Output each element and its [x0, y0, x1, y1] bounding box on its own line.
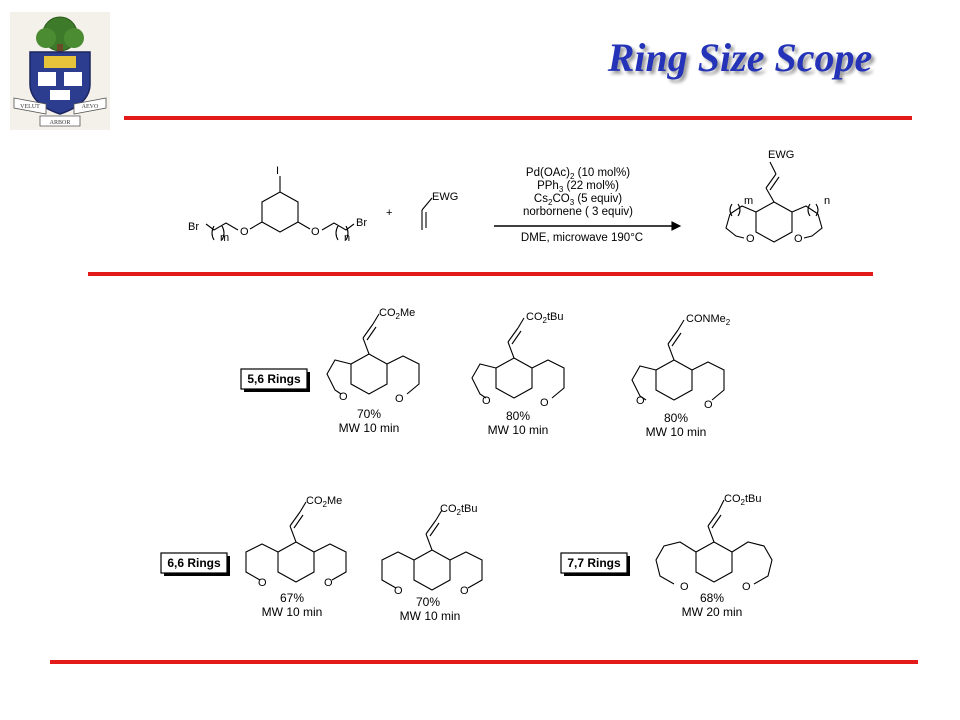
product-m-label: m — [744, 195, 753, 207]
page-title: Ring Size Scope — [607, 35, 873, 80]
sm-oxygen-left: O — [240, 226, 249, 238]
top-divider — [124, 116, 912, 120]
bottom-divider — [50, 660, 918, 664]
sm-m-label: m — [220, 232, 229, 244]
time-label: MW 10 min — [339, 421, 400, 435]
reaction-scheme: I O m Br O n Br + EWG Pd(OAc)2 (10 mol%)… — [188, 149, 830, 245]
yield-label: 80% — [506, 409, 530, 423]
svg-text:O: O — [258, 577, 267, 589]
svg-text:CONMe2: CONMe2 — [686, 313, 731, 327]
alkene-ewg-label: EWG — [432, 191, 458, 203]
sm-oxygen-right: O — [311, 226, 320, 238]
svg-text:CO2tBu: CO2tBu — [440, 503, 477, 517]
row-label-6-6: 6,6 Rings — [160, 552, 230, 576]
product-oxygen-right: O — [794, 233, 803, 245]
product-6-6-co2me: CO2Me O O 67% MW 10 min — [245, 495, 347, 619]
yield-label: 70% — [416, 595, 440, 609]
yield-label: 70% — [357, 407, 381, 421]
plus-sign: + — [386, 207, 392, 219]
svg-text:O: O — [636, 395, 645, 407]
svg-text:O: O — [460, 585, 469, 597]
svg-text:O: O — [742, 581, 751, 593]
svg-text:CO2Me: CO2Me — [379, 307, 415, 321]
condition-solvent: DME, microwave 190°C — [521, 232, 643, 244]
sm-br-right: Br — [356, 217, 367, 229]
logo-banner-right: AEVO — [82, 104, 99, 110]
row-label-7-7: 7,7 Rings — [560, 552, 630, 576]
time-label: MW 10 min — [488, 423, 549, 437]
sm-benzene-ring — [261, 191, 299, 233]
svg-text:O: O — [704, 399, 713, 411]
logo-banner-left: VELUT — [20, 104, 40, 110]
product-6-6-co2tbu: CO2tBu O O 70% MW 10 min — [381, 503, 483, 623]
svg-text:O: O — [680, 581, 689, 593]
time-label: MW 10 min — [262, 605, 323, 619]
svg-text:CO2Me: CO2Me — [306, 495, 342, 509]
condition-catalyst: Pd(OAc)2 (10 mol%) — [526, 167, 630, 181]
product-oxygen-left: O — [746, 233, 755, 245]
time-label: MW 10 min — [646, 425, 707, 439]
product-7-7-co2tbu: CO2tBu O O 68% MW 20 min — [655, 493, 773, 619]
sm-iodo-label: I — [276, 165, 279, 177]
university-crest-logo: VELUT AEVO ARBOR — [10, 12, 110, 130]
condition-base: Cs2CO3 (5 equiv) — [534, 193, 622, 207]
time-label: MW 20 min — [682, 605, 743, 619]
condition-ligand: PPh3 (22 mol%) — [537, 180, 619, 194]
svg-text:O: O — [482, 395, 491, 407]
time-label: MW 10 min — [400, 609, 461, 623]
yield-label: 67% — [280, 591, 304, 605]
svg-text:7,7 Rings: 7,7 Rings — [567, 556, 621, 570]
middle-divider — [88, 272, 873, 276]
svg-text:CO2tBu: CO2tBu — [526, 311, 563, 325]
product-ewg-label: EWG — [768, 149, 794, 161]
product-n-label: n — [824, 195, 830, 207]
sm-br-left: Br — [188, 221, 199, 233]
svg-text:O: O — [339, 391, 348, 403]
yield-label: 80% — [664, 411, 688, 425]
svg-text:O: O — [324, 577, 333, 589]
condition-additive: norbornene ( 3 equiv) — [523, 206, 633, 218]
product-5-6-conme2: CONMe2 O O 80% MW 10 min — [631, 313, 731, 439]
yield-label: 68% — [700, 591, 724, 605]
svg-text:O: O — [395, 393, 404, 405]
product-benzene-ring — [755, 201, 793, 243]
svg-text:O: O — [394, 585, 403, 597]
product-5-6-co2tbu: CO2tBu O O 80% MW 10 min — [471, 311, 565, 437]
svg-text:6,6 Rings: 6,6 Rings — [167, 556, 221, 570]
product-5-6-co2me: CO2Me O O 70% MW 10 min — [326, 307, 420, 435]
svg-text:CO2tBu: CO2tBu — [724, 493, 761, 507]
sm-n-label: n — [344, 232, 350, 244]
svg-text:O: O — [540, 397, 549, 409]
svg-text:5,6 Rings: 5,6 Rings — [247, 372, 301, 386]
row-label-5-6: 5,6 Rings — [240, 368, 310, 392]
logo-banner-bottom: ARBOR — [50, 120, 71, 126]
